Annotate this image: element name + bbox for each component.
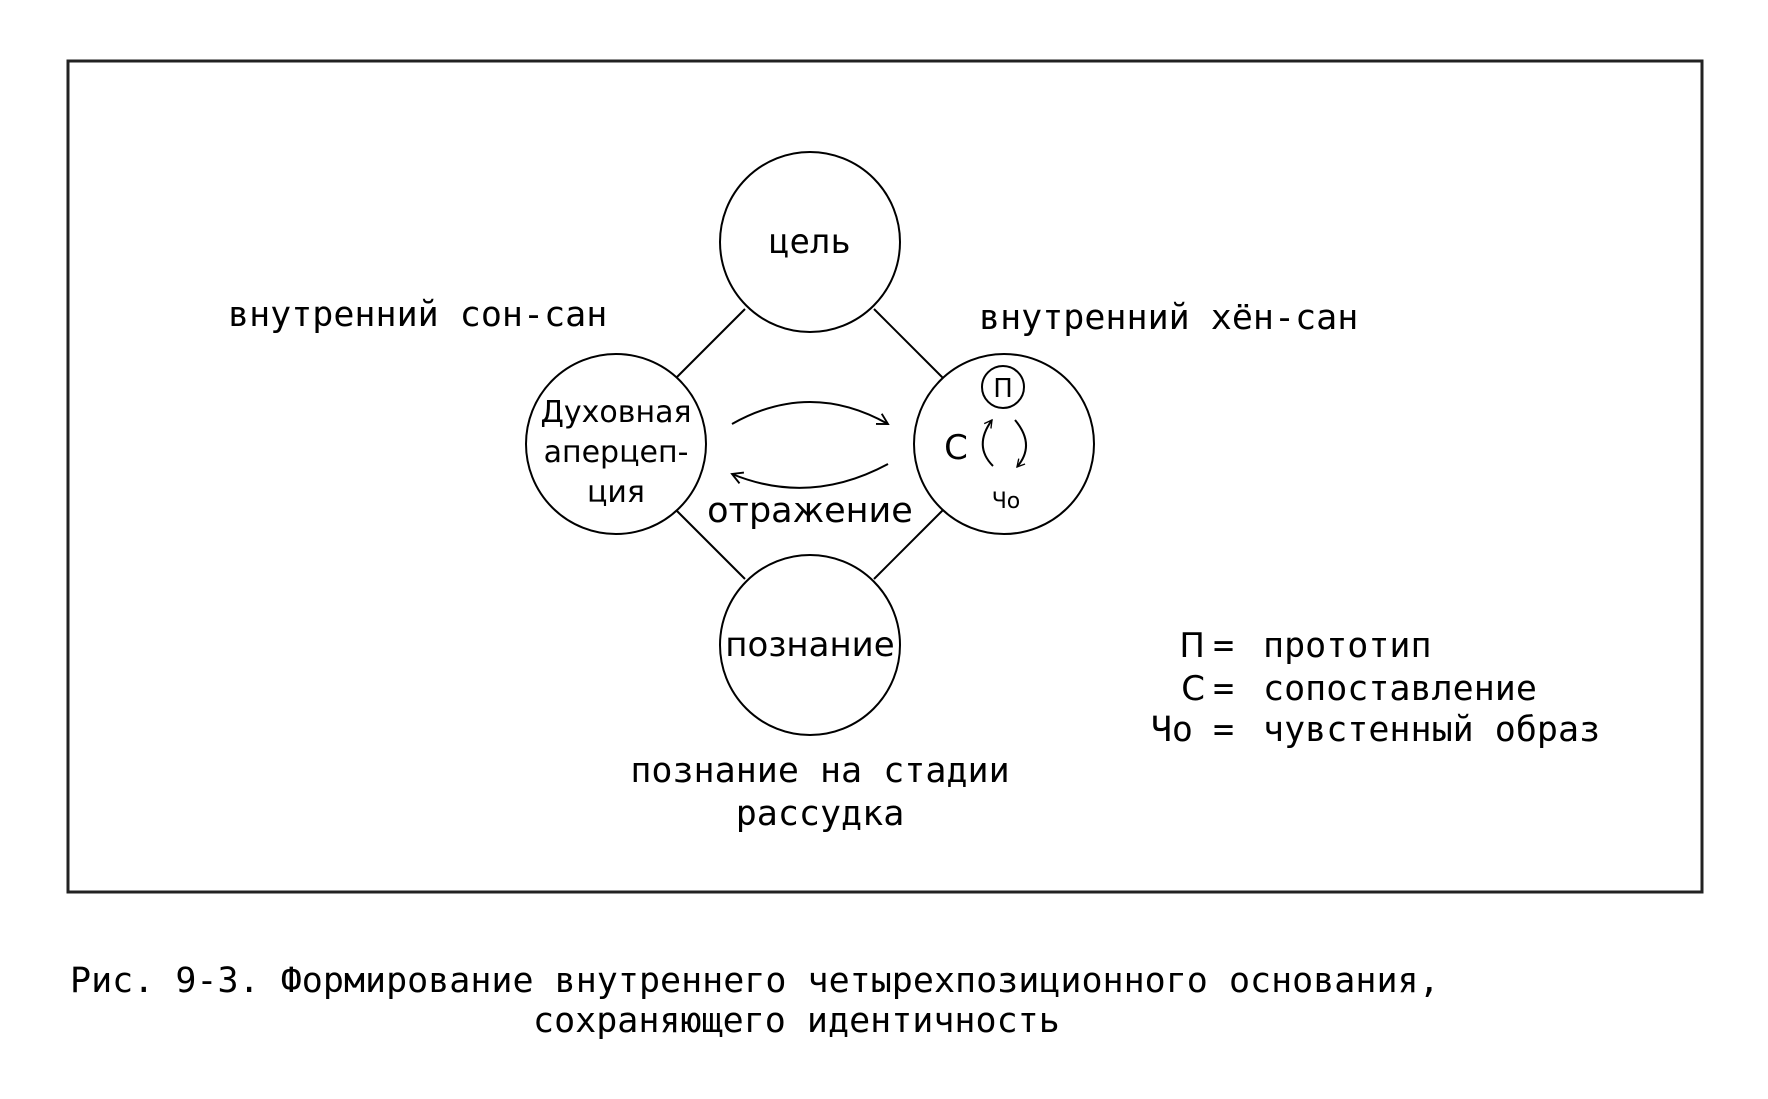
legend-eq-3: = — [1213, 710, 1234, 750]
caption-line-1: Рис. 9-3. Формирование внутреннего четыр… — [70, 961, 1440, 1001]
arrow-left — [730, 463, 889, 489]
edge-goal-left — [675, 308, 746, 379]
legend-value-prototype: прототип — [1263, 626, 1432, 666]
cycle-arrow-down — [1014, 419, 1027, 469]
diagram-canvas: цель Духовная аперцеп- ция С П Чо познан… — [66, 59, 1704, 894]
node-goal — [719, 151, 901, 333]
cognition-stage-line-2: рассудка — [736, 794, 905, 834]
goal-label: цель — [769, 222, 851, 262]
reflection-label: отражение — [707, 491, 913, 531]
cognition-stage-line-1: познание на стадии — [630, 751, 1009, 791]
apperception-line-1: Духовная — [540, 395, 691, 430]
caption-line-2: сохраняющего идентичность — [533, 1001, 1060, 1041]
inner-hyon-san-label: внутренний хён-сан — [979, 298, 1358, 338]
edge-cognition-left — [675, 509, 746, 580]
cycle-arrow-up — [981, 418, 994, 467]
inner-son-san-label: внутренний сон-сан — [228, 295, 607, 335]
legend: П = прототип С = сопоставление Чо = чувс… — [1151, 626, 1600, 750]
apperception-line-3: ция — [587, 475, 645, 510]
diagram-frame — [66, 59, 1704, 894]
legend-value-comparison: сопоставление — [1263, 669, 1537, 709]
node-comparison — [913, 353, 1095, 535]
apperception-line-2: аперцеп- — [544, 435, 689, 470]
legend-value-sensory-image: чувстенный образ — [1263, 710, 1600, 750]
legend-eq-2: = — [1213, 669, 1234, 709]
legend-key-prototype: П — [1179, 626, 1205, 666]
node-spiritual-apperception — [525, 353, 707, 535]
edge-cognition-right — [873, 509, 944, 580]
node-prototype — [981, 365, 1025, 409]
comparison-label: С — [944, 428, 968, 468]
legend-key-sensory-image: Чо — [1151, 710, 1193, 750]
legend-key-comparison: С — [1181, 669, 1205, 709]
node-cognition — [719, 554, 901, 736]
legend-eq-1: = — [1213, 626, 1234, 666]
prototype-label: П — [993, 374, 1013, 404]
sensory-image-label: Чо — [992, 489, 1021, 514]
edge-goal-right — [873, 308, 944, 379]
arrow-right — [731, 401, 890, 425]
cognition-label: познание — [725, 625, 894, 665]
